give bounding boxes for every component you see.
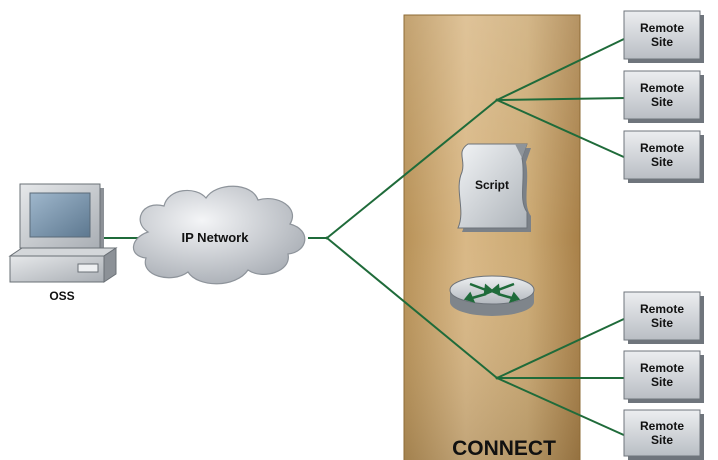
remote-site-3: Remote Site — [623, 130, 704, 183]
link-hub-upper — [326, 99, 498, 239]
remote-site-1: Remote Site — [623, 10, 704, 63]
connection-lines — [100, 37, 627, 437]
remote-site-label-line1: Remote — [640, 361, 684, 375]
remote-site-label-line1: Remote — [640, 21, 684, 35]
remote-site-label-line2: Site — [651, 155, 673, 169]
script-document-icon: Script — [457, 143, 531, 232]
remote-site-2: Remote Site — [623, 70, 704, 123]
link-upper-site1 — [496, 37, 627, 101]
junction-upper — [495, 98, 499, 102]
router-icon — [449, 275, 535, 316]
connect-panel: CONNECT — [403, 14, 581, 460]
remote-site-label-line2: Site — [651, 316, 673, 330]
ip-network-cloud: IP Network — [132, 185, 306, 285]
remote-site-label-line1: Remote — [640, 141, 684, 155]
junction-lower — [495, 376, 499, 380]
remote-site-label-line2: Site — [651, 35, 673, 49]
remote-site-label-line2: Site — [651, 95, 673, 109]
junction-left — [325, 236, 329, 240]
oss-label: OSS — [49, 289, 74, 303]
remote-site-label-line1: Remote — [640, 419, 684, 433]
oss-computer-icon: OSS — [8, 183, 118, 303]
link-upper-site2 — [496, 97, 627, 101]
script-label: Script — [475, 178, 509, 192]
remote-site-5: Remote Site — [623, 350, 704, 403]
link-lower-site6 — [496, 377, 627, 437]
connect-label: CONNECT — [452, 437, 556, 460]
link-hub-lower — [326, 237, 498, 379]
link-upper-site3 — [496, 99, 627, 159]
link-lower-site4 — [496, 317, 627, 379]
remote-site-label-line1: Remote — [640, 81, 684, 95]
junction-points — [325, 98, 499, 380]
remote-site-6: Remote Site — [623, 409, 704, 460]
remote-site-label-line2: Site — [651, 433, 673, 447]
cloud-label: IP Network — [182, 230, 250, 245]
remote-site-label-line1: Remote — [640, 302, 684, 316]
remote-site-label-line2: Site — [651, 375, 673, 389]
remote-site-4: Remote Site — [623, 291, 704, 344]
